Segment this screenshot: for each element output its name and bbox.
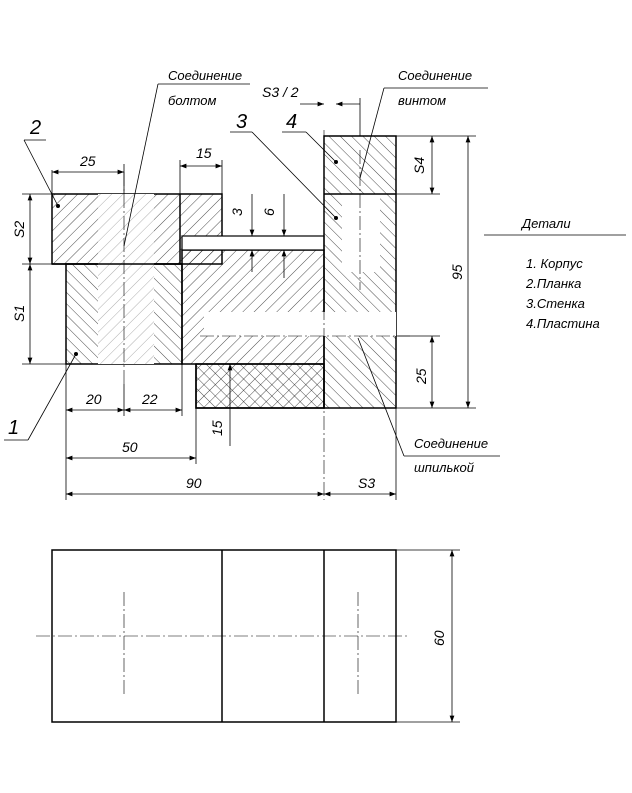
pin-conn-label-1: Соединение <box>414 436 488 451</box>
s3-half-label: S3 / 2 <box>262 84 299 100</box>
legend-item-3: 3.Стенка <box>526 296 585 311</box>
dim-15-side: 15 <box>209 420 225 436</box>
screw-conn-label-1: Соединение <box>398 68 472 83</box>
front-dimensions <box>22 98 476 500</box>
legend-item-4: 4.Пластина <box>526 316 600 331</box>
callout-3: 3 <box>236 111 247 133</box>
leaders <box>4 83 626 457</box>
legend-title: Детали <box>520 216 571 231</box>
dim-95: 95 <box>449 264 465 280</box>
pin-conn-label-2: шпилькой <box>414 460 474 475</box>
bolt-conn-label-2: болтом <box>168 93 217 108</box>
top-view <box>36 549 460 723</box>
dim-60: 60 <box>431 630 447 646</box>
dim-s2: S2 <box>11 221 27 238</box>
screw-conn-label-2: винтом <box>398 93 446 108</box>
legend-item-1: 1. Корпус <box>526 256 583 271</box>
dim-6: 6 <box>261 208 277 216</box>
dim-3: 3 <box>229 208 245 216</box>
dim-s4: S4 <box>411 157 427 174</box>
dim-15-top: 15 <box>196 145 212 161</box>
dim-20: 20 <box>85 391 102 407</box>
dim-50: 50 <box>122 439 138 455</box>
dim-90: 90 <box>186 475 202 491</box>
front-view <box>51 130 410 500</box>
bolt-conn-label-1: Соединение <box>168 68 242 83</box>
dim-25-side: 25 <box>413 368 429 385</box>
dim-25-top: 25 <box>79 153 96 169</box>
dim-22: 22 <box>141 391 158 407</box>
dim-s3: S3 <box>358 475 375 491</box>
dim-s1: S1 <box>11 305 27 322</box>
callout-1: 1 <box>8 417 19 439</box>
callout-2: 2 <box>29 117 41 139</box>
legend-item-2: 2.Планка <box>525 276 581 291</box>
callout-4: 4 <box>286 111 297 133</box>
